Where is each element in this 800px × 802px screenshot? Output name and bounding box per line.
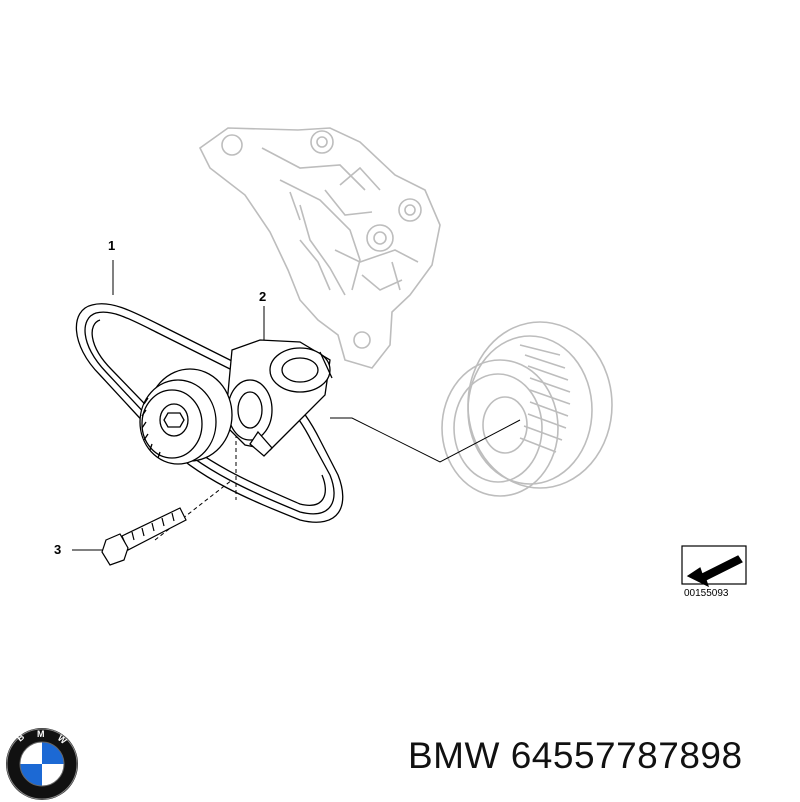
callout-1: 1 — [108, 238, 116, 253]
mounting-bracket — [198, 127, 441, 369]
hex-bolt — [101, 507, 187, 566]
belt-tensioner — [139, 339, 333, 465]
direction-symbol — [681, 545, 747, 588]
brand-name: BMW — [408, 735, 500, 776]
bmw-logo-icon: B M W — [6, 728, 78, 800]
svg-text:M: M — [37, 729, 45, 739]
drawing-number: 00155093 — [684, 588, 729, 599]
part-number: 64557787898 — [510, 735, 743, 776]
svg-text:B: B — [15, 731, 27, 743]
callout-3: 3 — [54, 542, 62, 557]
drive-belt — [75, 303, 344, 523]
brand-part-number: BMW 64557787898 — [408, 735, 743, 777]
crankshaft-pulley — [441, 321, 613, 497]
callout-2: 2 — [259, 289, 267, 304]
